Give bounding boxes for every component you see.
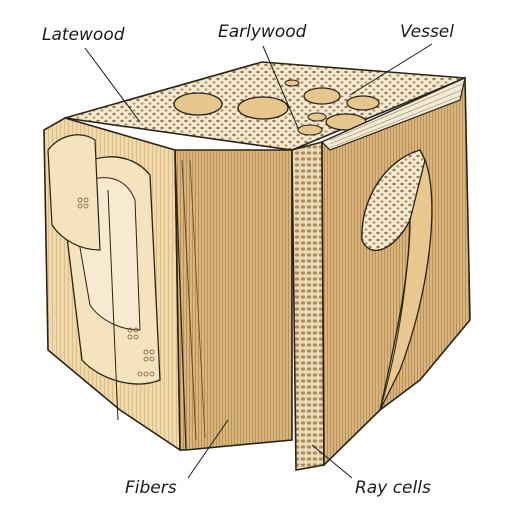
ray-cells-leader bbox=[311, 444, 353, 479]
label-vessel: Vessel bbox=[400, 22, 454, 42]
vessel-opening bbox=[173, 92, 223, 116]
leader-lines bbox=[84, 43, 433, 479]
vessel-opening bbox=[284, 79, 300, 87]
label-fibers: Fibers bbox=[125, 478, 177, 498]
vessel-opening bbox=[303, 87, 341, 105]
label-earlywood: Earlywood bbox=[218, 22, 307, 42]
top-face bbox=[64, 61, 466, 151]
label-ray-cells: Ray cells bbox=[355, 478, 431, 498]
right-face bbox=[320, 76, 471, 467]
latewood-leader bbox=[84, 47, 141, 123]
fibers-block bbox=[174, 149, 293, 451]
vessel-opening bbox=[307, 112, 327, 122]
vessel-leader bbox=[349, 43, 433, 96]
left-face bbox=[43, 117, 181, 452]
vessel-opening bbox=[237, 96, 289, 120]
earlywood-leader bbox=[262, 45, 299, 129]
label-latewood: Latewood bbox=[42, 25, 125, 45]
fibers-leader bbox=[187, 419, 229, 479]
vessel-opening bbox=[297, 124, 323, 136]
ray-cells-band bbox=[291, 140, 325, 471]
vessel-opening bbox=[346, 95, 380, 111]
